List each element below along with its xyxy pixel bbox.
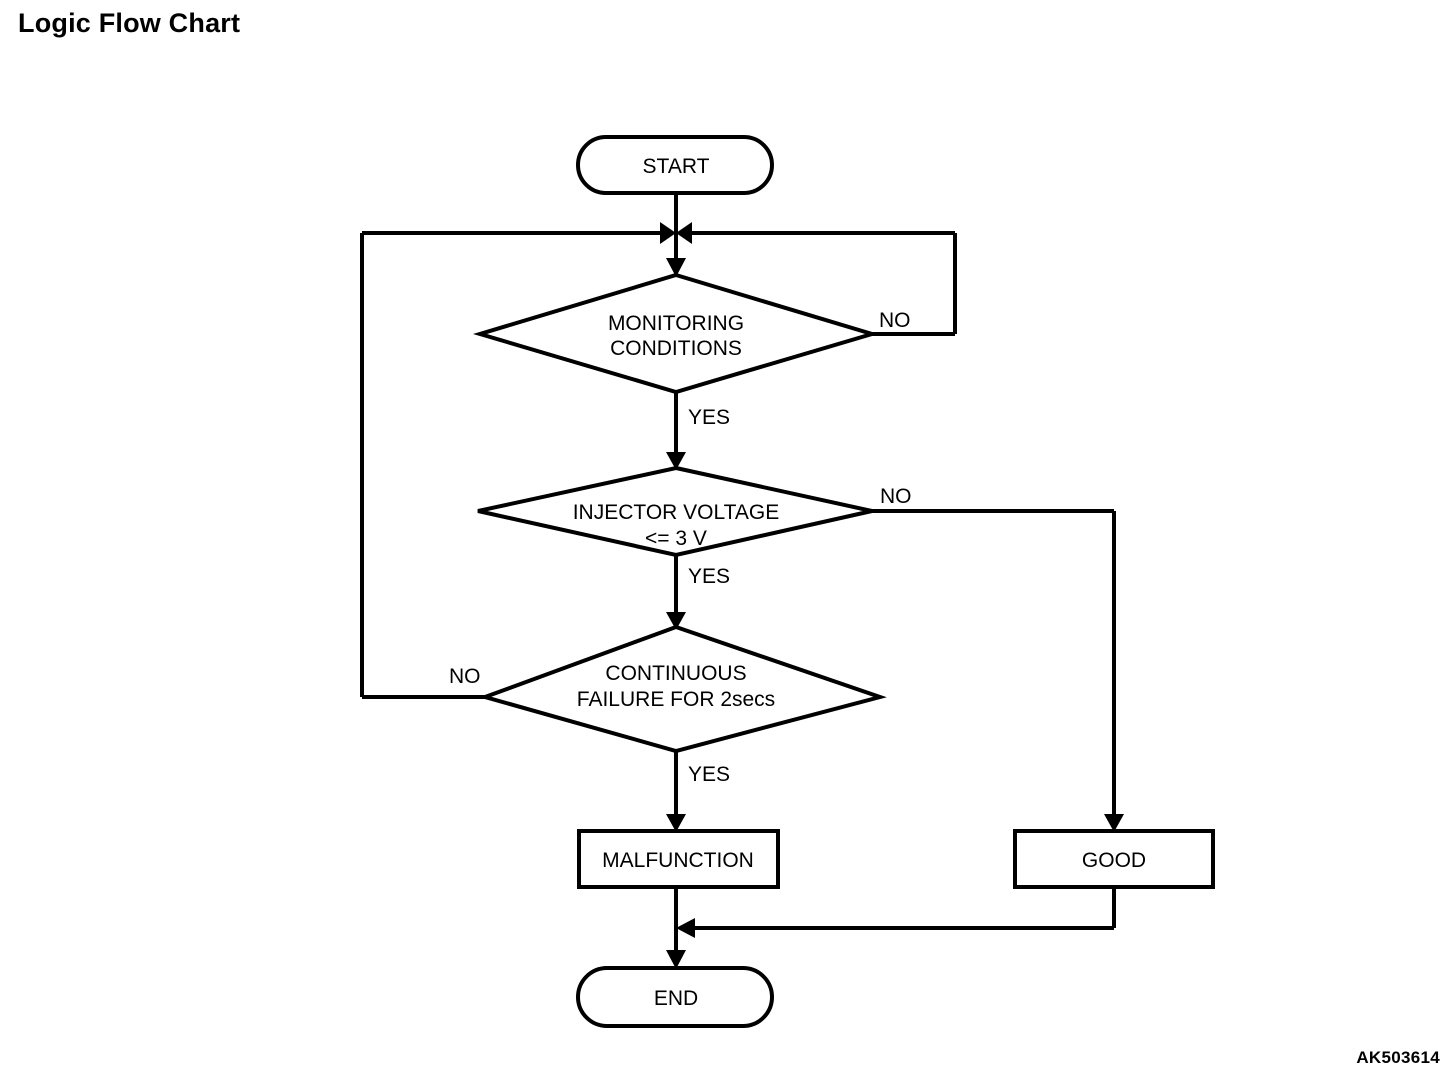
edge-label-continuous-yes: YES <box>688 763 730 786</box>
node-end-label: END <box>654 987 698 1010</box>
node-monitoring-label-line2: CONDITIONS <box>610 337 742 360</box>
node-continuous-label-line2: FAILURE FOR 2secs <box>577 688 775 711</box>
edge-label-injector-yes: YES <box>688 565 730 588</box>
node-injector-voltage[interactable] <box>477 465 873 558</box>
arrowhead-into-good <box>1104 814 1124 832</box>
arrowhead-into-continuous <box>666 612 686 630</box>
arrowhead-into-injector <box>666 452 686 470</box>
node-injector-label-line2: <= 3 V <box>645 527 707 550</box>
node-malfunction-label: MALFUNCTION <box>602 849 754 872</box>
arrowhead-junction-left <box>660 222 676 244</box>
node-start-label: START <box>643 155 710 178</box>
arrowhead-into-malfunction <box>666 814 686 832</box>
edge-label-injector-no: NO <box>880 485 912 508</box>
arrowhead-into-monitoring <box>666 258 686 277</box>
node-malfunction[interactable] <box>577 829 780 889</box>
node-injector-label-line1: INJECTOR VOLTAGE <box>573 501 780 524</box>
page-title: Logic Flow Chart <box>18 8 241 38</box>
edge-label-monitoring-yes: YES <box>688 406 730 429</box>
node-continuous-label-line1: CONTINUOUS <box>605 662 746 685</box>
watermark-code: AK503614 <box>1356 1048 1440 1067</box>
node-good-label: GOOD <box>1082 849 1146 872</box>
arrowhead-good-merge <box>676 918 695 938</box>
node-good[interactable] <box>1013 829 1215 889</box>
node-end[interactable] <box>576 966 774 1028</box>
edge-label-monitoring-no: NO <box>879 309 911 332</box>
arrowhead-junction-right <box>676 222 692 244</box>
arrowhead-into-end <box>666 950 686 969</box>
node-monitoring-conditions[interactable] <box>473 272 879 395</box>
node-monitoring-label-line1: MONITORING <box>608 312 744 335</box>
node-continuous-failure[interactable] <box>478 624 887 754</box>
node-start[interactable] <box>576 135 774 195</box>
edge-label-continuous-no: NO <box>449 665 481 688</box>
